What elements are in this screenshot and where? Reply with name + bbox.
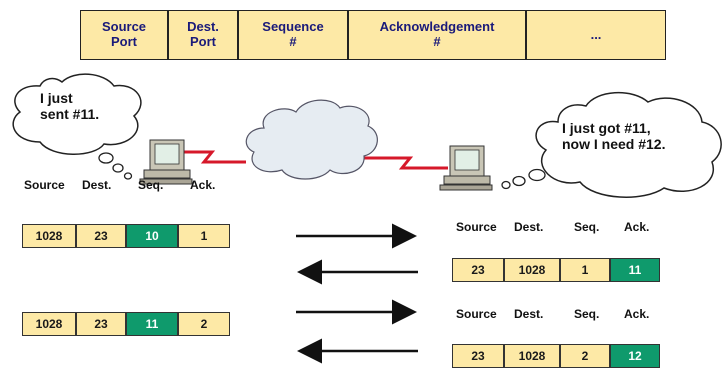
segment-dest: 23 [76,312,126,336]
left-label-ack: Ack. [190,178,216,192]
segment-ack: 2 [178,312,230,336]
right-label-seq: Seq. [574,220,600,234]
left-cable [178,150,246,164]
segment-dest: 23 [76,224,126,248]
segment-seq: 1 [560,258,610,282]
right-label-source: Source [456,307,497,321]
network-cloud [245,99,378,180]
left-bubble-text: I just sent #11. [40,90,100,123]
left-label-seq: Seq. [138,178,164,192]
header-acknowledgement: Acknowledgement # [348,10,526,60]
header-dest-port: Dest. Port [168,10,238,60]
right-label-seq: Seq. [574,307,600,321]
segment-seq: 11 [126,312,178,336]
right-cable [364,156,448,170]
right-label-ack: Ack. [624,307,650,321]
segment-ack: 12 [610,344,660,368]
right-computer-icon [439,145,493,191]
segment-dest: 1028 [504,344,560,368]
segment-source: 23 [452,344,504,368]
left-computer-icon [139,139,193,185]
segment-source: 1028 [22,312,76,336]
header-more: ... [526,10,666,60]
right-label-dest: Dest. [514,307,544,321]
right-bubble-text: I just got #11, now I need #12. [562,120,666,153]
right-label-source: Source [456,220,497,234]
segment-ack: 1 [178,224,230,248]
right-thought-bubble [501,91,722,198]
left-thought-bubble [12,73,142,180]
header-sequence: Sequence # [238,10,348,60]
segment-seq: 10 [126,224,178,248]
header-source-port: Source Port [80,10,168,60]
segment-seq: 2 [560,344,610,368]
segment-dest: 1028 [504,258,560,282]
segment-ack: 11 [610,258,660,282]
segment-source: 1028 [22,224,76,248]
left-label-dest: Dest. [82,178,112,192]
right-label-ack: Ack. [624,220,650,234]
left-label-source: Source [24,178,65,192]
segment-source: 23 [452,258,504,282]
right-label-dest: Dest. [514,220,544,234]
